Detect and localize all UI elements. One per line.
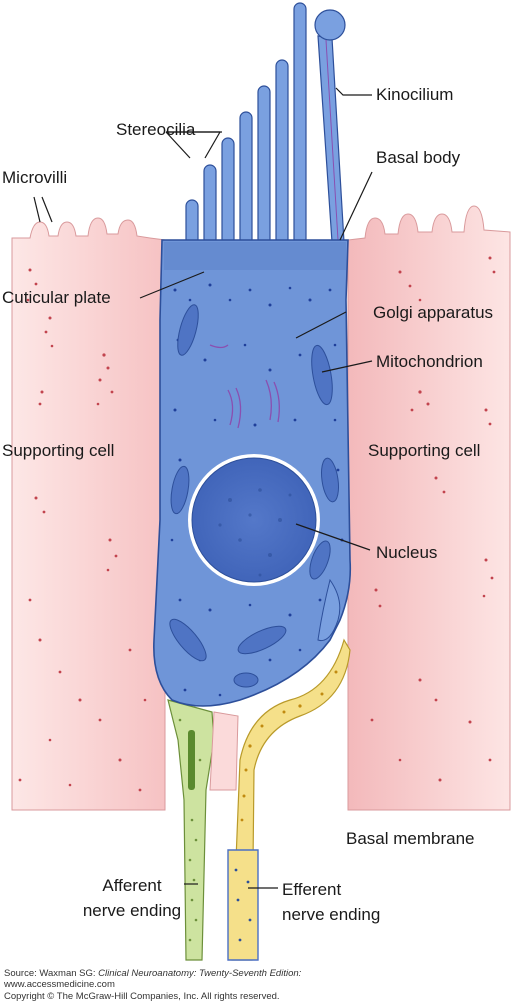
golgi-apparatus	[209, 344, 280, 429]
copyright-line: Copyright © The McGraw-Hill Companies, I…	[4, 991, 280, 1002]
source-credit: Source: Waxman SG: Clinical Neuroanatomy…	[4, 968, 301, 979]
label-basal-membrane: Basal membrane	[346, 829, 475, 848]
label-microvilli: Microvilli	[2, 168, 68, 187]
label-nucleus: Nucleus	[376, 543, 438, 562]
supporting-cell-left	[11, 217, 166, 811]
source-title: Clinical Neuroanatomy: Twenty-Seventh Ed…	[98, 968, 302, 979]
leader-lines	[33, 87, 373, 889]
label-afferent-line2: nerve ending	[82, 901, 182, 920]
source-website: www.accessmedicine.com	[4, 979, 115, 990]
cytoplasm-granules	[170, 283, 344, 697]
label-basal-body: Basal body	[376, 148, 461, 167]
mitochondria	[169, 304, 339, 688]
label-cuticular-plate: Cuticular plate	[2, 288, 111, 307]
label-supporting-cell-right: Supporting cell	[368, 441, 481, 460]
stereocilia-bundle	[185, 2, 307, 246]
cuticular-plate	[164, 242, 346, 270]
label-efferent-line1: Efferent	[282, 880, 342, 899]
nucleus	[188, 454, 320, 586]
label-afferent-line1: Afferent	[102, 876, 162, 895]
kinocilium	[314, 9, 346, 243]
label-efferent-line2: nerve ending	[282, 905, 381, 924]
small-supporting-cell-wedge	[209, 711, 239, 791]
afferent-nerve-ending	[167, 699, 215, 961]
supporting-cell-right	[347, 205, 511, 811]
label-mitochondrion: Mitochondrion	[376, 352, 483, 371]
label-supporting-cell-left: Supporting cell	[2, 441, 115, 460]
source-prefix: Source: Waxman SG:	[4, 968, 99, 979]
label-kinocilium: Kinocilium	[376, 85, 454, 104]
label-golgi-apparatus: Golgi apparatus	[373, 303, 494, 322]
efferent-nerve-ending	[227, 638, 351, 961]
label-stereocilia: Stereocilia	[116, 120, 196, 139]
supporting-cell-granules	[18, 256, 496, 792]
